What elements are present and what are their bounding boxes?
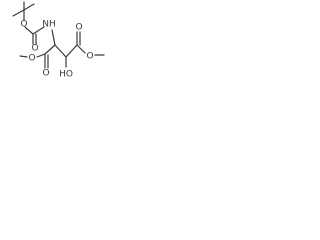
oxygen-right-ester-carbonyl-label: O bbox=[75, 23, 82, 33]
bond-left-oxygen-to-methyl bbox=[19, 55, 28, 58]
boc-amino-hydroxy-diester-structure: O NH O O O HO O O bbox=[12, 1, 105, 80]
bond-nh-to-alpha-carbon bbox=[51, 29, 56, 46]
bond-tbu-methyl-right bbox=[23, 3, 35, 11]
oxygen-left-ester-single-label: O bbox=[28, 54, 35, 64]
bond-tbu-methyl-left bbox=[12, 9, 25, 17]
tert-butyl-group bbox=[12, 1, 35, 21]
nh-label: NH bbox=[42, 20, 56, 30]
carbamate-group bbox=[24, 26, 45, 45]
bond-alpha-to-beta-carbon bbox=[54, 44, 67, 58]
oxygen-left-ester-carbonyl-label: O bbox=[42, 69, 49, 79]
oxygen-carbamate-ester-label: O bbox=[20, 20, 27, 30]
bond-oxygen-to-carbamate-carbon bbox=[24, 26, 34, 35]
bond-beta-to-right-ester-carbon bbox=[65, 44, 78, 58]
oxygen-right-ester-single-label: O bbox=[86, 52, 93, 62]
backbone bbox=[44, 29, 78, 68]
bond-right-ester-to-oxygen bbox=[76, 44, 86, 54]
right-methyl-ester bbox=[76, 31, 105, 56]
left-methyl-ester bbox=[19, 53, 49, 69]
oxygen-carbamate-carbonyl-label: O bbox=[31, 44, 38, 54]
hydroxyl-label: HO bbox=[59, 70, 73, 80]
bond-alpha-to-left-ester-carbon bbox=[44, 44, 56, 55]
bond-left-ester-to-oxygen bbox=[36, 53, 46, 58]
bond-carbamate-to-nh bbox=[32, 26, 45, 35]
atom-labels: O NH O O O HO O O bbox=[20, 20, 93, 80]
